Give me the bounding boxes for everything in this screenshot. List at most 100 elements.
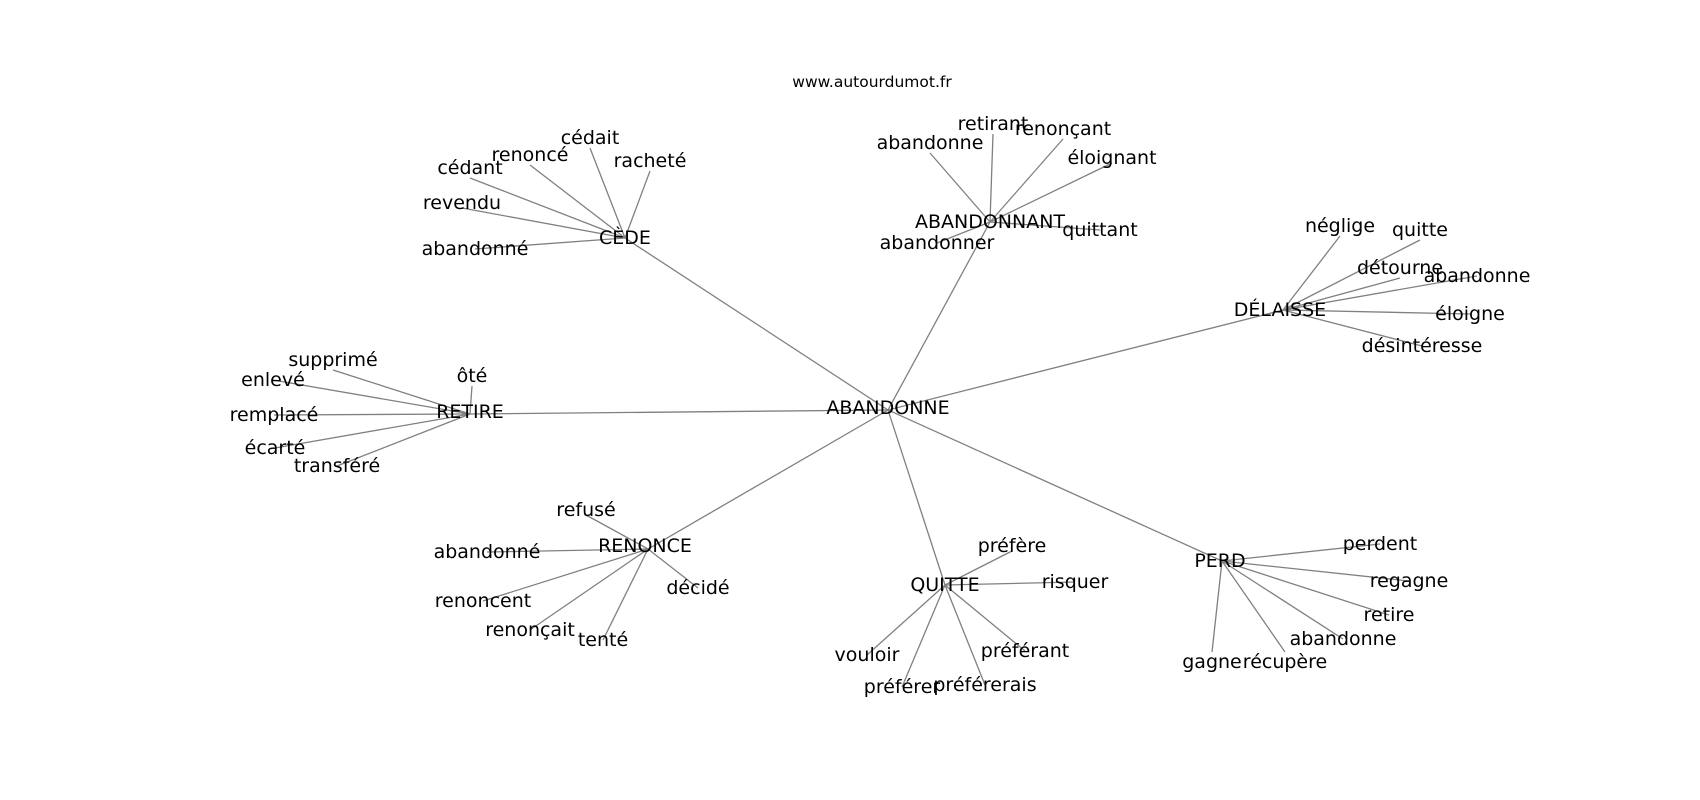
edge-perd-retire [1221, 560, 1390, 616]
leaf-node-perd-regagne[interactable]: regagne [1370, 570, 1449, 592]
leaf-node-renonce-tente[interactable]: tenté [578, 629, 628, 651]
leaf-node-delaisse-abandonne[interactable]: abandonne [1424, 265, 1531, 287]
leaf-node-abandonnant-retirant[interactable]: retirant [958, 113, 1029, 135]
edge-retire-ecarte [274, 413, 471, 449]
edge-retire-transfere [336, 413, 471, 467]
edge-quitte-prefererais [944, 584, 986, 686]
hub-node-retire[interactable]: RETIRE [436, 401, 504, 423]
leaf-node-cede-cedait[interactable]: cédait [561, 127, 620, 149]
leaf-node-delaisse-desinteresse[interactable]: désintéresse [1362, 335, 1483, 357]
leaf-node-retire-transfere[interactable]: transféré [294, 455, 380, 477]
leaf-node-perd-retire[interactable]: retire [1364, 604, 1415, 626]
leaf-node-renonce-abandonne[interactable]: abandonné [434, 541, 541, 563]
leaf-node-abandonnant-abandonner[interactable]: abandonner [880, 232, 995, 254]
edge-delaisse-abandonne [1282, 275, 1478, 311]
edge-center-cede [624, 237, 889, 411]
edge-abandonnant-renoncant [989, 138, 1064, 223]
edge-retire-remplace [273, 413, 471, 416]
edge-delaisse-desinteresse [1282, 309, 1423, 347]
leaf-node-delaisse-eloigne[interactable]: éloigne [1435, 303, 1505, 325]
leaf-node-abandonnant-quittant[interactable]: quittant [1062, 219, 1137, 241]
leaf-node-abandonnant-renoncant[interactable]: renonçant [1015, 118, 1111, 140]
hub-node-cede[interactable]: CÈDE [599, 226, 651, 249]
hub-node-perd[interactable]: PERD [1194, 550, 1245, 572]
edge-perd-perdent [1221, 543, 1381, 562]
leaf-node-renonce-decide[interactable]: décidé [666, 577, 729, 599]
edge-perd-regagne [1221, 560, 1410, 582]
edge-center-retire [469, 409, 889, 415]
edge-delaisse-eloigne [1282, 309, 1471, 315]
leaf-node-retire-supprime[interactable]: supprimé [288, 349, 377, 371]
leaf-node-quitte-risquer[interactable]: risquer [1042, 571, 1109, 593]
leaf-node-perd-recupere[interactable]: récupère [1243, 651, 1327, 673]
edge-center-quitte [887, 409, 946, 586]
edge-cede-renonce [529, 164, 626, 239]
hub-node-abandonnant[interactable]: ABANDONNANT [915, 211, 1065, 233]
leaf-node-perd-gagne[interactable]: gagne [1182, 651, 1242, 673]
leaf-node-cede-rachete[interactable]: racheté [614, 150, 687, 172]
edge-quitte-vouloir [866, 584, 946, 656]
leaf-node-retire-enleve[interactable]: enlevé [241, 369, 305, 391]
leaf-node-cede-renonce[interactable]: renoncé [492, 144, 569, 166]
edge-retire-supprime [332, 369, 471, 415]
edge-perd-abandonne [1221, 560, 1344, 640]
edge-cede-rachete [624, 170, 651, 239]
source-label[interactable]: www.autourdumot.fr [792, 73, 952, 91]
leaf-node-quitte-preferant[interactable]: préférant [981, 640, 1069, 662]
edge-quitte-risquer [944, 581, 1076, 586]
edge-abandonnant-quittant [989, 221, 1101, 231]
center-node-abandonne[interactable]: ABANDONNE [826, 397, 949, 419]
edge-renonce-renoncent [482, 548, 649, 602]
leaf-node-delaisse-quitte[interactable]: quitte [1392, 219, 1448, 241]
leaf-node-renonce-renoncait[interactable]: renonçait [485, 619, 575, 641]
edge-cede-revendu [461, 207, 626, 239]
leaf-node-retire-ote[interactable]: ôté [457, 365, 488, 387]
edge-center-abandonnant [887, 221, 991, 411]
leaf-node-renonce-renoncent[interactable]: renoncent [435, 590, 531, 612]
edge-cede-abandonne [474, 237, 626, 250]
leaf-node-perd-abandonne[interactable]: abandonne [1290, 628, 1397, 650]
leaf-node-abandonnant-eloignant[interactable]: éloignant [1067, 147, 1156, 169]
leaf-node-quitte-vouloir[interactable]: vouloir [835, 644, 900, 666]
leaf-node-quitte-preferer[interactable]: préférer [864, 676, 941, 698]
hub-node-renonce[interactable]: RENONCE [598, 535, 692, 557]
edge-perd-gagne [1211, 560, 1223, 653]
edge-quitte-preferer [901, 584, 946, 688]
hub-node-delaisse[interactable]: DÉLAISSE [1234, 298, 1326, 321]
edge-cede-cedait [589, 147, 626, 239]
leaf-node-delaisse-neglige[interactable]: néglige [1305, 215, 1375, 237]
leaf-node-renonce-refuse[interactable]: refusé [556, 499, 615, 521]
leaf-node-quitte-prefere[interactable]: préfère [978, 535, 1047, 557]
edge-renonce-refuse [585, 514, 649, 550]
edge-renonce-abandonne [486, 548, 649, 553]
edge-quitte-prefere [944, 550, 1013, 586]
leaf-node-retire-remplace[interactable]: remplacé [230, 404, 319, 426]
leaf-node-cede-cedant[interactable]: cédant [437, 157, 502, 179]
edge-quitte-preferant [944, 584, 1026, 652]
edge-center-renonce [647, 409, 889, 550]
leaf-node-abandonnant-abandonne[interactable]: abandonne [877, 132, 984, 154]
edge-delaisse-detourne [1282, 277, 1401, 311]
edge-abandonnant-retirant [989, 133, 994, 223]
leaf-node-cede-abandonne[interactable]: abandonné [422, 238, 529, 260]
edge-retire-ote [469, 385, 473, 415]
edge-delaisse-neglige [1282, 235, 1341, 311]
edge-abandonnant-abandonner [936, 221, 991, 244]
leaf-node-retire-ecarte[interactable]: écarté [245, 437, 306, 459]
edge-abandonnant-abandonne [929, 152, 991, 223]
graph-edges [272, 133, 1478, 688]
edge-perd-recupere [1221, 560, 1286, 653]
leaf-node-cede-revendu[interactable]: revendu [423, 192, 501, 214]
leaf-node-quitte-prefererais[interactable]: préférerais [933, 674, 1036, 696]
edge-delaisse-quitte [1282, 239, 1421, 311]
edge-center-perd [887, 409, 1223, 562]
edge-renonce-tente [602, 548, 649, 641]
edge-cede-cedant [469, 177, 626, 239]
hub-node-quitte[interactable]: QUITTE [910, 574, 979, 596]
edge-renonce-renoncait [529, 548, 649, 631]
edge-center-delaisse [887, 309, 1284, 411]
leaf-node-delaisse-detourne[interactable]: détourne [1357, 257, 1443, 279]
leaf-node-perd-perdent[interactable]: perdent [1343, 533, 1417, 555]
